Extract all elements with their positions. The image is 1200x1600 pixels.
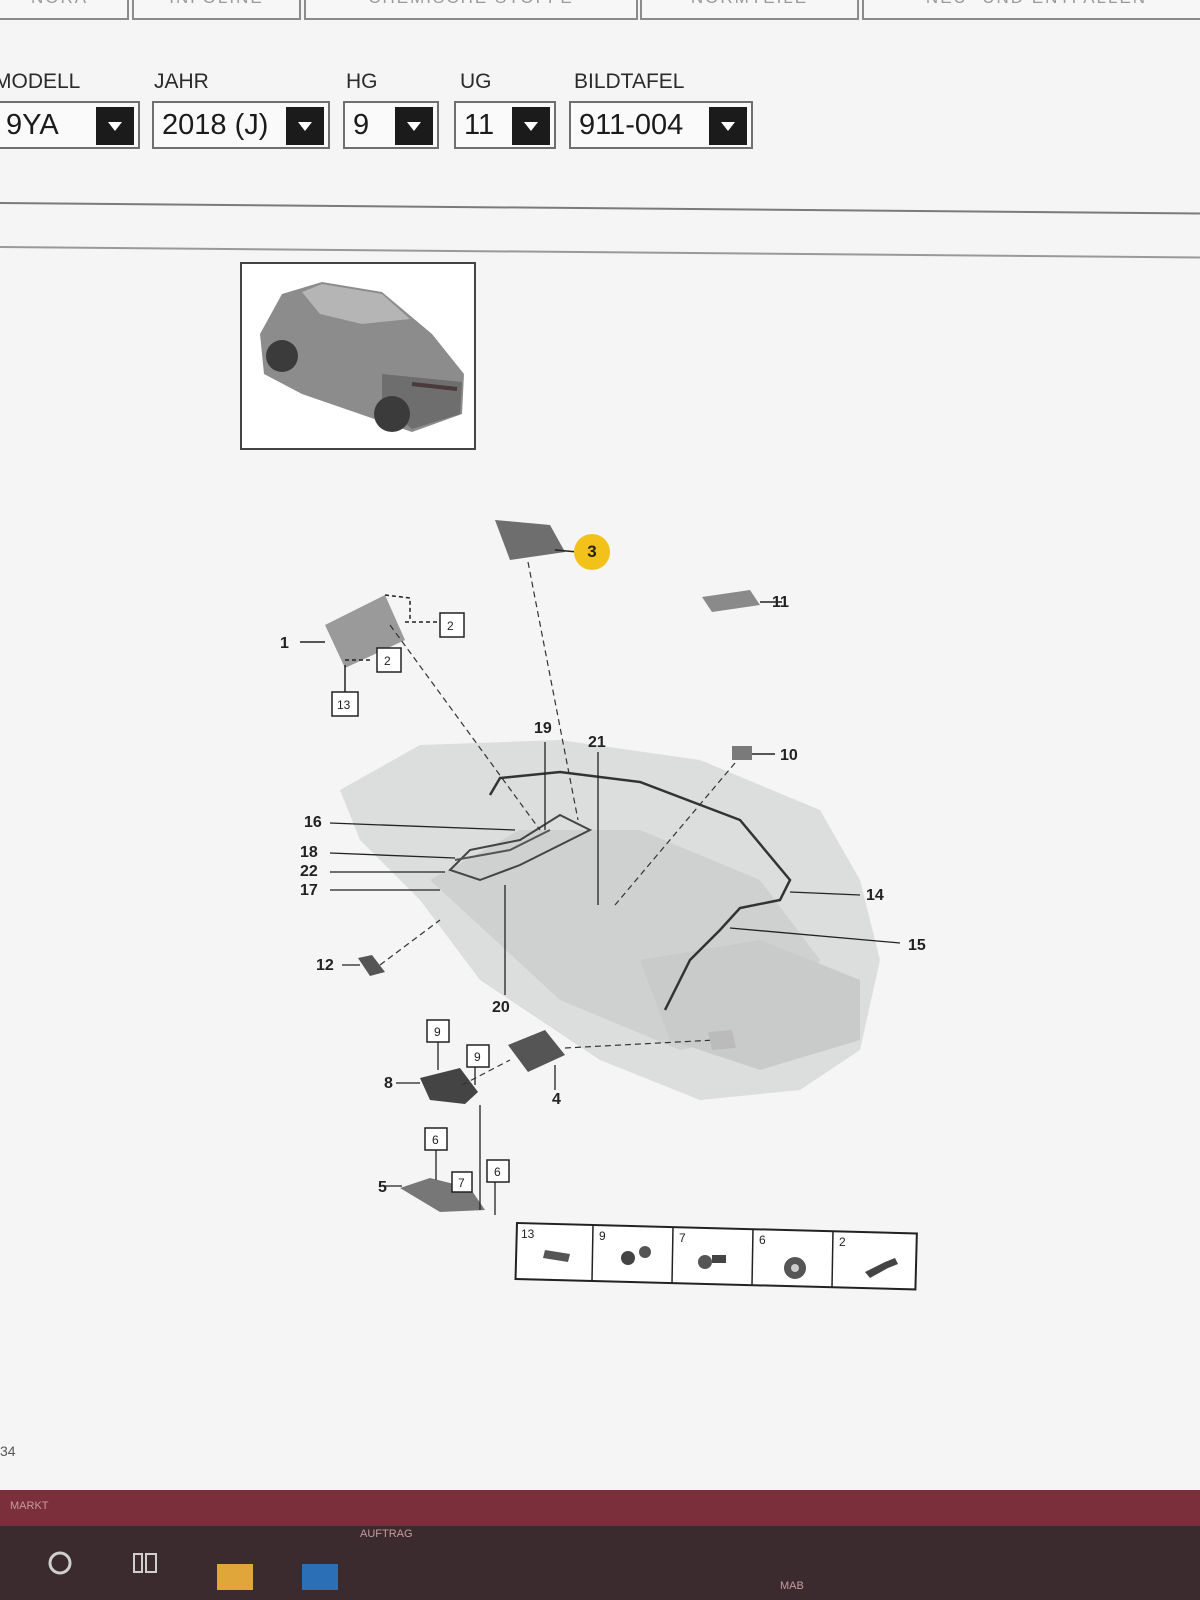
callout-10: 10 — [780, 747, 798, 764]
chevron-down-icon[interactable] — [709, 107, 747, 145]
taskbar-label-markt: MARKT — [10, 1500, 49, 1512]
callout-box-13: 13 — [337, 698, 351, 712]
callout-box-9: 9 — [474, 1050, 481, 1064]
modell-label: MODELL — [0, 70, 81, 93]
callout-12: 12 — [316, 957, 334, 974]
screw-icon — [698, 1255, 712, 1269]
jahr-value: 2018 (J) — [162, 109, 269, 141]
chevron-down-icon[interactable] — [395, 107, 433, 145]
callout-box-9: 9 — [434, 1025, 441, 1039]
bildtafel-label: BILDTAFEL — [574, 70, 685, 93]
callout-14: 14 — [866, 887, 884, 904]
callout-18: 18 — [300, 844, 318, 861]
callout-5: 5 — [378, 1179, 387, 1196]
taskbar-label-mab[interactable]: MAB — [780, 1580, 804, 1592]
ug-select[interactable]: 11 — [454, 101, 556, 149]
callout-box-6: 6 — [494, 1165, 501, 1179]
callout-17: 17 — [300, 882, 318, 899]
status-strip — [0, 1490, 1200, 1526]
callout-15: 15 — [908, 937, 926, 954]
jahr-select[interactable]: 2018 (J) — [152, 101, 330, 149]
callout-1: 1 — [280, 635, 289, 652]
callout-19: 19 — [534, 720, 552, 737]
bolt-icon — [865, 1258, 898, 1278]
jahr-label: JAHR — [154, 70, 209, 93]
vehicle-thumbnail[interactable] — [240, 262, 476, 450]
file-explorer-icon[interactable] — [215, 1554, 255, 1594]
callout-22: 22 — [300, 863, 318, 880]
rivet-icon — [621, 1251, 635, 1265]
taskbar-label-auftrag[interactable]: AUFTRAG — [360, 1528, 413, 1540]
callout-8: 8 — [384, 1075, 393, 1092]
bildtafel-select[interactable]: 911-004 — [569, 101, 753, 149]
chevron-down-icon[interactable] — [96, 107, 134, 145]
tab-nora[interactable]: NORA — [0, 0, 129, 20]
callout-box-2: 2 — [384, 654, 391, 668]
callout-16: 16 — [304, 814, 322, 831]
callout-box-7: 7 — [458, 1176, 465, 1190]
clip-icon — [543, 1250, 570, 1262]
callout-box-2: 2 — [447, 619, 454, 633]
tab-strip: NORA INFOLINE CHEMISCHE STOFFE NORMTEILE… — [0, 0, 1200, 20]
exploded-parts-diagram: 1 11 19 21 10 16 18 22 17 14 15 12 20 8 … — [280, 520, 926, 1291]
callout-box-6: 6 — [432, 1133, 439, 1147]
callout-3-highlighted[interactable]: 3 — [574, 534, 610, 570]
tab-normteile[interactable]: NORMTEILE — [640, 0, 859, 20]
ug-label: UG — [460, 70, 492, 93]
legend-item-13: 13 — [521, 1227, 535, 1241]
legend-item-7: 7 — [679, 1231, 686, 1245]
fastener-legend: 13 9 7 6 2 — [514, 1221, 918, 1291]
bildtafel-value: 911-004 — [579, 109, 684, 141]
hg-select[interactable]: 9 — [343, 101, 439, 149]
modell-value: 9YA — [6, 109, 59, 141]
app-window: NORA INFOLINE CHEMISCHE STOFFE NORMTEILE… — [0, 0, 1200, 1490]
taskbar: MARKT AUFTRAG MAB — [0, 1490, 1200, 1600]
legend-item-9: 9 — [599, 1229, 606, 1243]
search-circle-icon[interactable] — [45, 1548, 75, 1578]
task-view-icon[interactable] — [130, 1548, 160, 1578]
chevron-down-icon[interactable] — [286, 107, 324, 145]
legend-item-2: 2 — [839, 1235, 846, 1249]
tab-neu-und-entfallen[interactable]: NEU- UND ENTFALLEN — [862, 0, 1200, 20]
callout-20: 20 — [492, 999, 510, 1016]
callout-21: 21 — [588, 734, 606, 751]
callout-11: 11 — [772, 594, 789, 611]
modell-select[interactable]: 9YA — [0, 101, 140, 149]
tab-chemische-stoffe[interactable]: CHEMISCHE STOFFE — [304, 0, 638, 20]
hg-label: HG — [346, 70, 378, 93]
hg-value: 9 — [353, 109, 370, 141]
ug-value: 11 — [464, 109, 495, 141]
chevron-down-icon[interactable] — [512, 107, 550, 145]
side-number: 34 — [0, 1443, 16, 1459]
callout-4: 4 — [552, 1091, 561, 1108]
tab-infoline[interactable]: INFOLINE — [132, 0, 301, 20]
browser-icon[interactable] — [300, 1554, 340, 1594]
car-icon — [260, 282, 464, 432]
legend-item-6: 6 — [759, 1233, 766, 1247]
